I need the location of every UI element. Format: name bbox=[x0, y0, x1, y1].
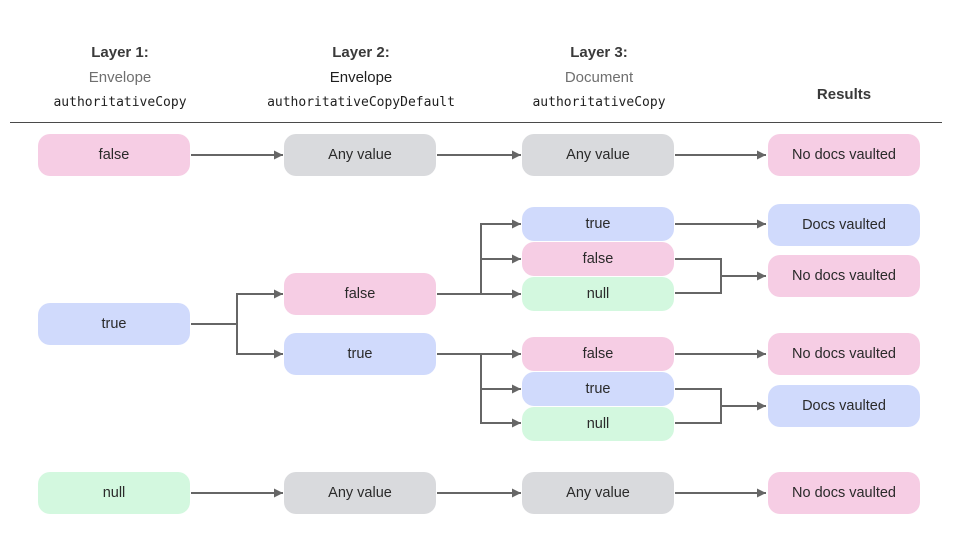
l3-b-null-node: null bbox=[522, 407, 674, 441]
merge-a-from-false bbox=[675, 258, 722, 276]
merge-b-from-null bbox=[675, 406, 722, 424]
result-docs-vaulted-a: Docs vaulted bbox=[768, 204, 920, 246]
l3-a-false-node: false bbox=[522, 242, 674, 276]
layer2-header: Layer 2: Envelope authoritativeCopyDefau… bbox=[241, 40, 481, 115]
l2-false-node: false bbox=[284, 273, 436, 315]
result-no-docs-vaulted-bottom: No docs vaulted bbox=[768, 472, 920, 514]
result-no-docs-vaulted-top: No docs vaulted bbox=[768, 134, 920, 176]
results-title: Results bbox=[816, 86, 872, 103]
l3-b-true-node: true bbox=[522, 372, 674, 406]
fan-b-to-null bbox=[480, 389, 521, 428]
layer1-scope: Envelope bbox=[88, 69, 152, 86]
l1-false-node: false bbox=[38, 134, 190, 176]
layer1-header: Layer 1: Envelope authoritativeCopy bbox=[0, 40, 240, 115]
header-divider bbox=[10, 122, 942, 123]
l3-any-value-bottom: Any value bbox=[522, 472, 674, 514]
merge-a-from-null bbox=[675, 276, 722, 294]
result-docs-vaulted-b: Docs vaulted bbox=[768, 385, 920, 427]
merge-b-from-true bbox=[675, 388, 722, 406]
l3-any-value-top: Any value bbox=[522, 134, 674, 176]
layer3-header: Layer 3: Document authoritativeCopy bbox=[479, 40, 719, 115]
layer3-title: Layer 3: bbox=[570, 44, 628, 61]
l1-null-node: null bbox=[38, 472, 190, 514]
layer2-title: Layer 2: bbox=[332, 44, 390, 61]
l2-true-node: true bbox=[284, 333, 436, 375]
fan-b-to-true bbox=[480, 354, 521, 394]
layer3-scope: Document bbox=[564, 69, 634, 86]
layer1-title: Layer 1: bbox=[91, 44, 149, 61]
result-no-docs-vaulted-b: No docs vaulted bbox=[768, 333, 920, 375]
fan-a-to-true bbox=[480, 219, 521, 294]
layer1-field: authoritativeCopy bbox=[53, 95, 187, 110]
arrow-true-split-lower bbox=[236, 324, 283, 359]
l1-true-node: true bbox=[38, 303, 190, 345]
l2-any-value-bottom: Any value bbox=[284, 472, 436, 514]
l2-any-value-top: Any value bbox=[284, 134, 436, 176]
l3-a-true-node: true bbox=[522, 207, 674, 241]
l3-a-null-node: null bbox=[522, 277, 674, 311]
layer2-field: authoritativeCopyDefault bbox=[267, 95, 455, 110]
l3-b-false-node: false bbox=[522, 337, 674, 371]
layer3-field: authoritativeCopy bbox=[532, 95, 666, 110]
arrow-true-split bbox=[191, 289, 283, 325]
layer2-scope: Envelope bbox=[329, 69, 393, 86]
result-no-docs-vaulted-a: No docs vaulted bbox=[768, 255, 920, 297]
